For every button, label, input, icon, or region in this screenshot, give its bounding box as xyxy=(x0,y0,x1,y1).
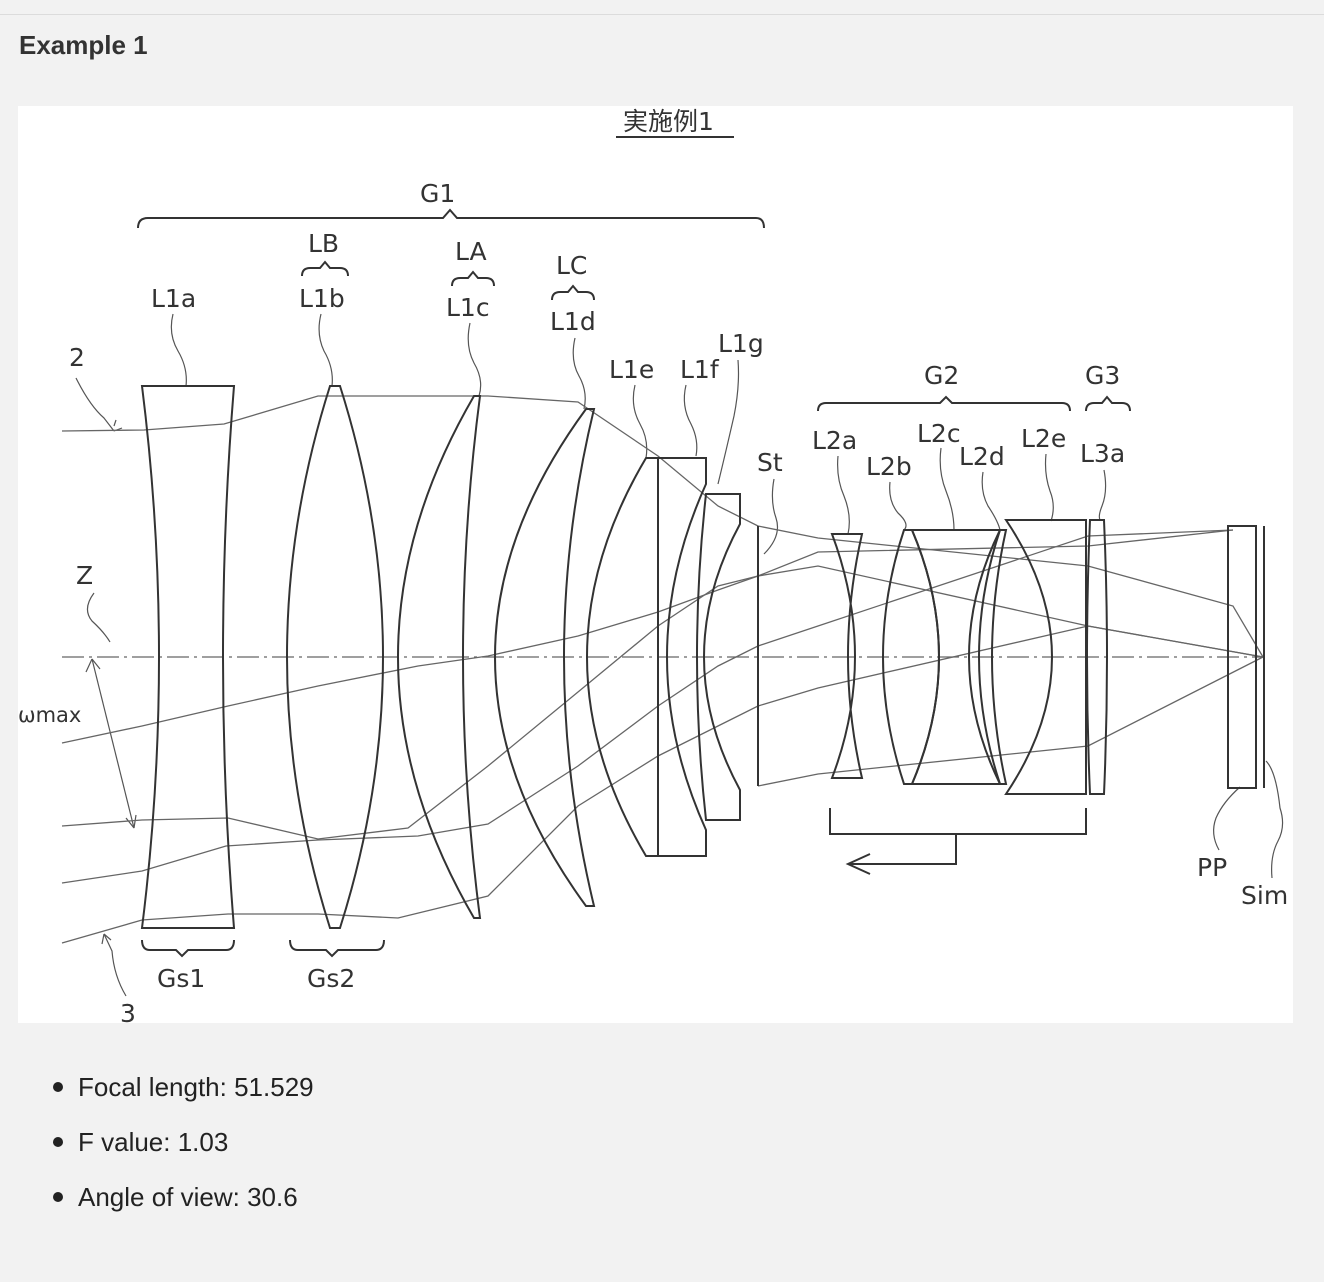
lens-diagram: 実施例1 G1 G2 G3 LB LA LC L1a L1b L1c L1d L… xyxy=(18,106,1293,1023)
label-l2b: L2b xyxy=(866,452,912,481)
leader-l1b xyxy=(319,314,332,386)
label-l2e: L2e xyxy=(1021,424,1066,453)
la-bracket xyxy=(452,272,494,286)
label-l1b: L1b xyxy=(299,284,345,313)
leader-l3a xyxy=(1099,470,1105,520)
leader-ray-2 xyxy=(76,378,114,431)
ray-upper xyxy=(62,396,1263,657)
label-l2c: L2c xyxy=(917,419,961,448)
spec-list: Focal length: 51.529 F value: 1.03 Angle… xyxy=(50,1068,314,1233)
leader-l1g xyxy=(718,360,739,484)
example-heading: Example 1 xyxy=(19,30,148,61)
leader-l2e xyxy=(1046,454,1054,521)
leader-l2c xyxy=(940,448,954,530)
label-st: St xyxy=(757,448,783,477)
label-g1: G1 xyxy=(420,179,455,208)
label-l1g: L1g xyxy=(718,329,764,358)
ray-lower-b xyxy=(62,626,1263,943)
label-axis-z: Z xyxy=(76,561,93,590)
leader-st xyxy=(764,479,778,554)
label-l1d: L1d xyxy=(550,307,596,336)
leader-l2a xyxy=(838,456,850,534)
leader-ray-3 xyxy=(104,934,126,996)
ray-middle xyxy=(62,530,1233,743)
label-lc: LC xyxy=(556,251,587,280)
g1-bracket xyxy=(138,210,764,228)
label-gs2: Gs2 xyxy=(307,964,355,993)
leader-l1a xyxy=(171,314,186,386)
label-l2d: L2d xyxy=(959,442,1005,471)
spec-focal-length: Focal length: 51.529 xyxy=(50,1068,314,1123)
label-lb: LB xyxy=(308,229,339,258)
focus-arrow-line xyxy=(848,834,956,864)
label-omega-max: ωmax xyxy=(18,703,81,727)
leader-l2d xyxy=(982,472,1000,530)
label-ray-3: 3 xyxy=(120,999,136,1023)
label-l1e: L1e xyxy=(609,355,654,384)
leader-axis-z xyxy=(87,593,110,642)
g3-bracket xyxy=(1086,397,1130,411)
spec-f-value: F value: 1.03 xyxy=(50,1123,314,1178)
label-sim: Sim xyxy=(1241,881,1288,910)
gs2-bracket xyxy=(290,940,384,956)
figure-title: 実施例1 xyxy=(623,107,714,136)
label-l2a: L2a xyxy=(812,426,857,455)
label-l1f: L1f xyxy=(680,355,720,384)
leader-l1d xyxy=(573,338,585,409)
label-gs1: Gs1 xyxy=(157,964,205,993)
lb-bracket xyxy=(302,262,348,276)
label-l1c: L1c xyxy=(446,293,490,322)
leader-l1c xyxy=(468,323,480,396)
omega-max-arc xyxy=(92,659,134,828)
leader-l2b xyxy=(890,482,906,530)
label-l3a: L3a xyxy=(1080,439,1125,468)
lc-bracket xyxy=(552,286,594,300)
g2-bracket xyxy=(818,397,1070,411)
lens-diagram-figure: 実施例1 G1 G2 G3 LB LA LC L1a L1b L1c L1d L… xyxy=(18,106,1293,1023)
leader-l1f xyxy=(684,385,696,456)
label-l1a: L1a xyxy=(151,284,196,313)
arrow-head-ray-2 xyxy=(114,420,122,431)
label-g3: G3 xyxy=(1085,361,1120,390)
ray-rear xyxy=(758,657,1263,786)
label-pp: PP xyxy=(1197,853,1227,882)
gs1-bracket xyxy=(142,940,234,956)
leader-sim xyxy=(1266,761,1283,878)
label-la: LA xyxy=(455,237,487,266)
focus-group-bracket xyxy=(830,808,1086,834)
ray-lower-a xyxy=(62,530,1233,883)
top-divider xyxy=(0,14,1324,15)
leader-pp xyxy=(1214,787,1240,850)
spec-angle-of-view: Angle of view: 30.6 xyxy=(50,1178,314,1233)
label-ray-2: 2 xyxy=(69,343,85,372)
label-g2: G2 xyxy=(924,361,959,390)
